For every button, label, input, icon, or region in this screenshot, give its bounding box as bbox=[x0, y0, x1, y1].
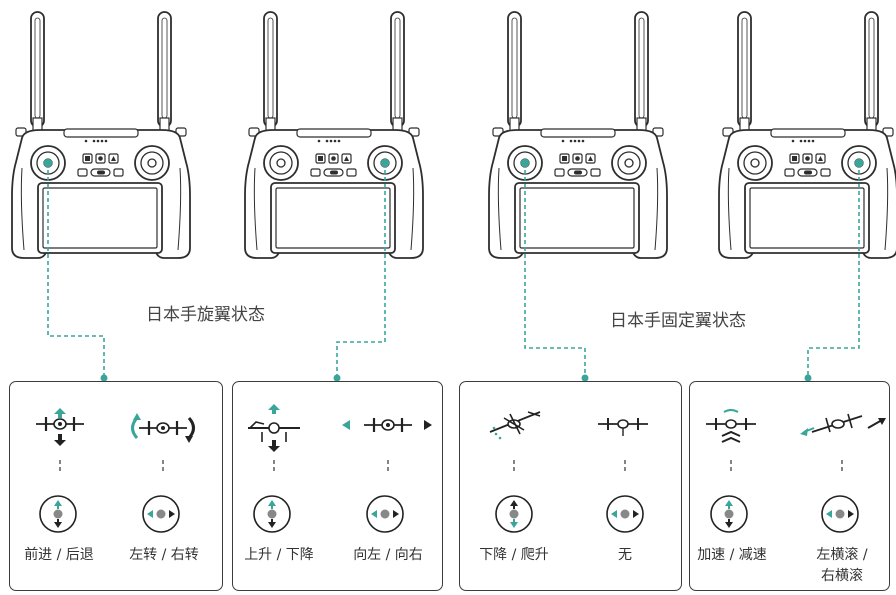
dashed-connectors bbox=[47, 163, 860, 376]
panel-3 bbox=[459, 381, 682, 591]
panel3-right-label: 无 bbox=[618, 547, 632, 563]
panel2-right-label: 向左 / 向右 bbox=[353, 547, 423, 563]
panel2-vtol-drone bbox=[248, 404, 300, 452]
panel-2 bbox=[232, 381, 443, 591]
connector-dots bbox=[100, 374, 812, 382]
panel2-right-stick-icon bbox=[366, 495, 404, 533]
panel2-lateral-drone bbox=[342, 416, 432, 434]
panel3-left-stick-icon bbox=[495, 495, 533, 533]
panel4-throttle-plane bbox=[706, 409, 756, 443]
panel3-right-stick-icon bbox=[606, 495, 644, 533]
panel4-roll-plane bbox=[800, 413, 886, 436]
panel2-left-label: 上升 / 下降 bbox=[244, 547, 314, 563]
panel3-left-label: 下降 / 爬升 bbox=[479, 547, 549, 563]
panel4-right-stick-icon bbox=[821, 495, 859, 533]
panel4-left-label: 加速 / 减速 bbox=[697, 547, 767, 563]
panel2-left-stick-icon bbox=[253, 495, 291, 533]
panel-1 bbox=[9, 381, 223, 591]
fixed-mode-caption: 日本手固定翼状态 bbox=[610, 311, 746, 331]
panel1-left-label: 前进 / 后退 bbox=[24, 547, 94, 563]
panel1-forward-back-drone bbox=[34, 408, 86, 446]
panel1-left-stick-icon bbox=[39, 495, 77, 533]
panel1-right-stick-icon bbox=[142, 495, 180, 533]
panel4-right-label-line1: 左横滚 / bbox=[816, 547, 868, 563]
panel-4 bbox=[689, 381, 890, 591]
panel1-right-label: 左转 / 右转 bbox=[129, 547, 199, 563]
heli-mode-caption: 日本手旋翼状态 bbox=[146, 305, 265, 325]
panel1-yaw-drone bbox=[131, 413, 195, 443]
panel4-left-stick-icon bbox=[710, 495, 748, 533]
panel3-pitch-plane bbox=[489, 411, 541, 440]
panel3-level-plane bbox=[598, 418, 648, 436]
panel4-right-label-line2: 右横滚 bbox=[821, 568, 863, 584]
